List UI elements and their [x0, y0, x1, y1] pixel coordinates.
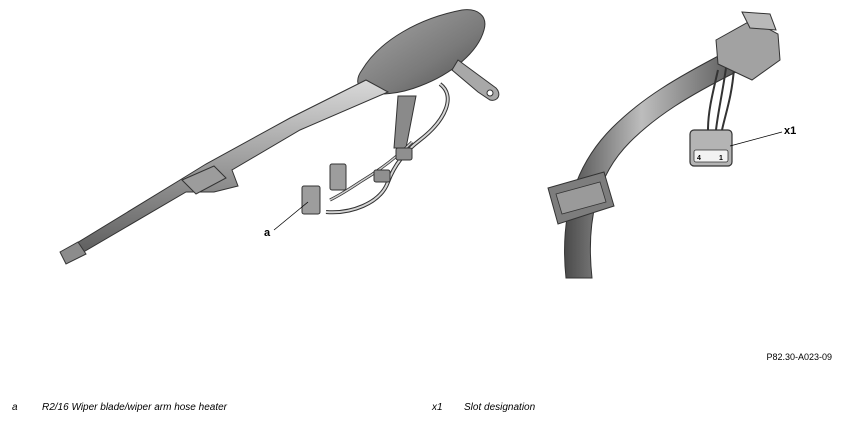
bracket-hole [486, 89, 494, 97]
arm-tip [59, 241, 87, 265]
part-code: P82.30-A023-09 [766, 352, 832, 362]
hose-clip [395, 147, 413, 161]
callout-x1-leader [729, 131, 783, 147]
wiper-arm-illustration: a [59, 9, 500, 265]
hose-clip [373, 169, 391, 183]
connector-pin-label: 1 [719, 155, 723, 162]
connector-pin-label: 4 [697, 155, 701, 162]
callout-a: a [264, 227, 271, 239]
support-strut [393, 95, 417, 149]
arm-clip [181, 165, 227, 195]
legend-text-x1: Slot designation [464, 402, 536, 413]
connector-detail-illustration: 4 1 x1 [547, 11, 796, 279]
hose-connector [329, 163, 347, 191]
legend-text-a: R2/16 Wiper blade/wiper arm hose heater [42, 402, 228, 413]
callout-a-leader [273, 201, 309, 231]
callout-x1: x1 [784, 125, 796, 137]
hose-connector [301, 185, 321, 215]
wiper-arm-body [71, 79, 390, 255]
legend-key-a: a [12, 402, 18, 413]
legend-key-x1: x1 [432, 402, 443, 413]
mounting-bracket [451, 59, 500, 101]
